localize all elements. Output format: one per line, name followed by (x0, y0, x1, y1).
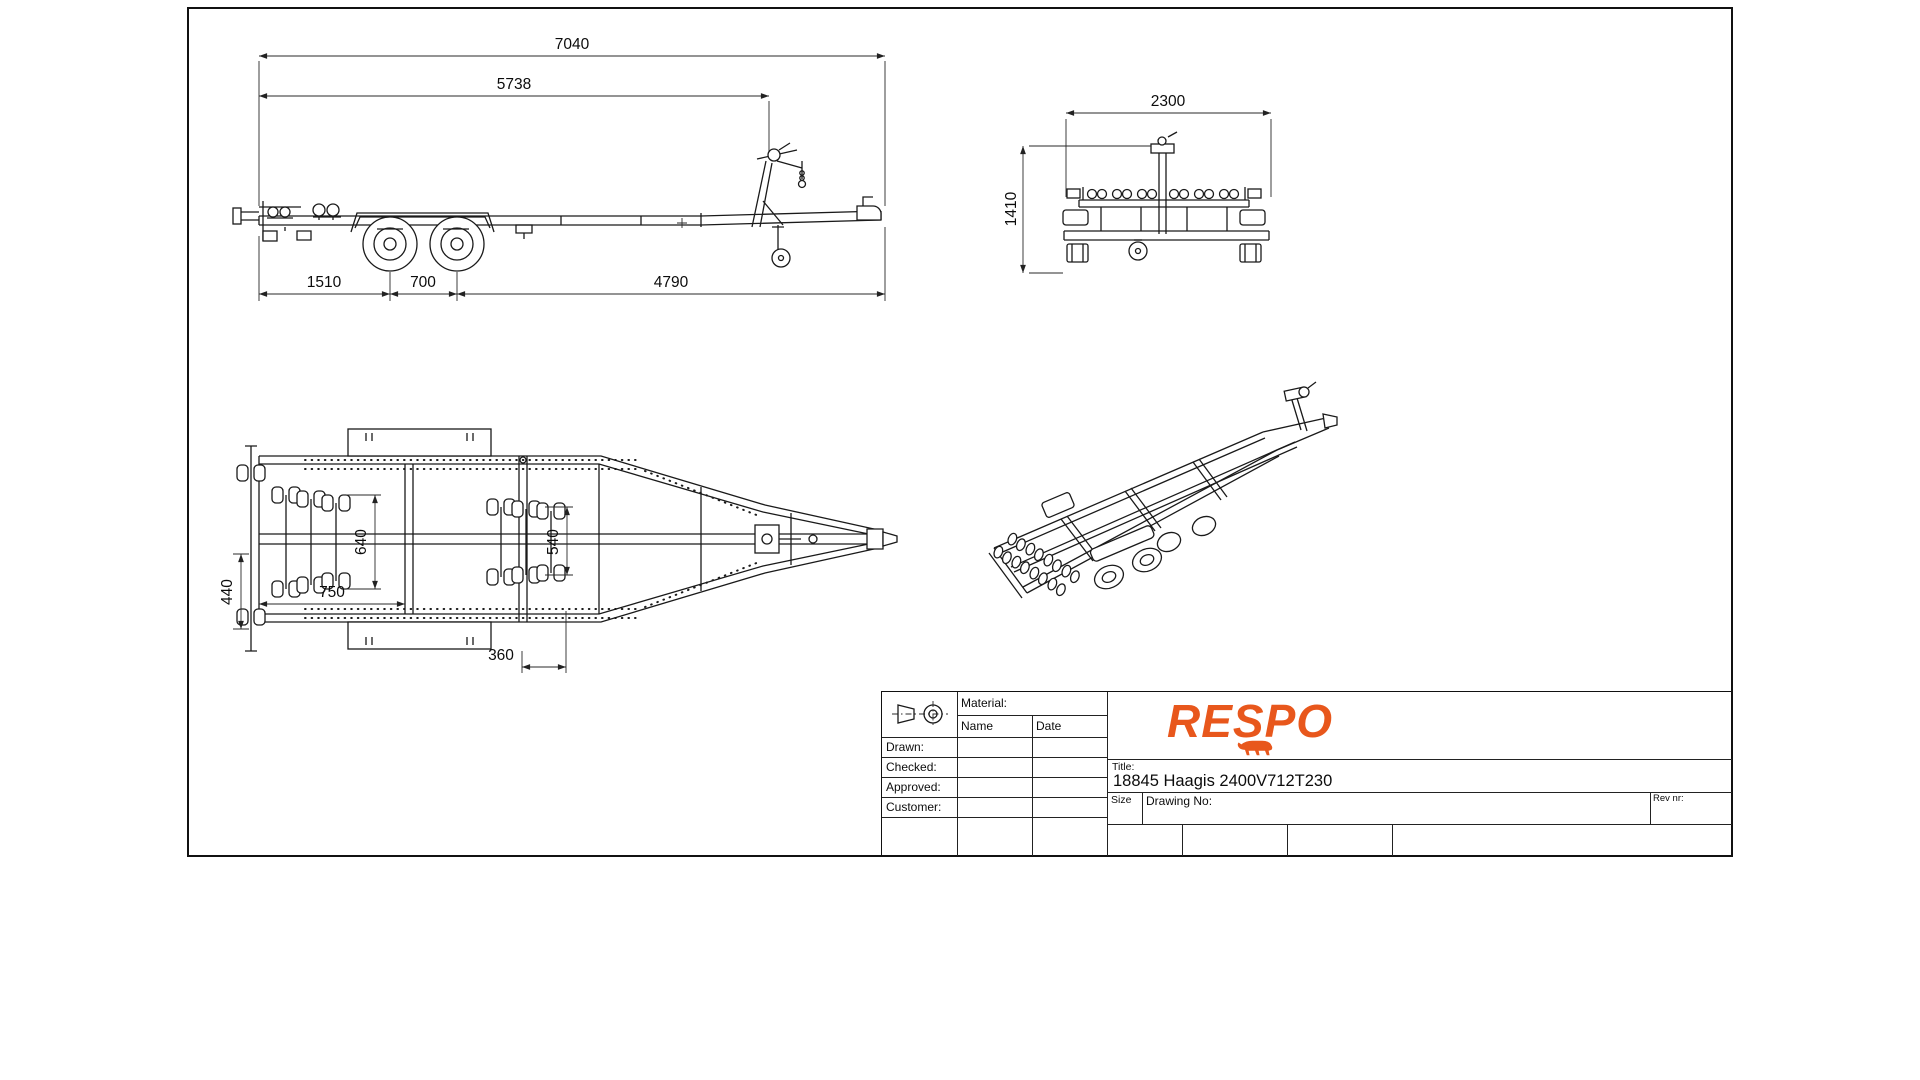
dim-rear-to-first-axle: 1510 (307, 274, 342, 291)
grid-line (1142, 792, 1143, 824)
checked-label: Checked: (886, 760, 937, 774)
dim-overall-height: 1410 (1003, 191, 1020, 226)
coupling (856, 196, 882, 221)
drawing-sheet-frame: 7040 5738 1510 700 4790 (187, 7, 1733, 857)
dim-side-roller-offset: 440 (219, 579, 236, 605)
grid-line (1287, 824, 1288, 856)
plan-view (236, 428, 898, 652)
rear-view-dimensions: 2300 1410 (1003, 93, 1272, 274)
dim-axle-spacing: 700 (410, 274, 436, 291)
bull-icon (1237, 740, 1273, 756)
drawing-no-label: Drawing No: (1146, 794, 1213, 808)
title-block: Material: Name Date Drawn: Checked: Appr… (881, 691, 1732, 856)
rear-view (1062, 131, 1270, 263)
side-view (232, 142, 882, 272)
respo-logo: RESPO (1167, 695, 1334, 747)
dim-walkway-offset: 360 (488, 647, 514, 664)
grid-line (882, 777, 1107, 778)
grid-line (957, 715, 1107, 716)
rev-label: Rev nr: (1653, 793, 1684, 804)
grid-line (1107, 692, 1108, 856)
grid-line (1182, 824, 1183, 856)
side-view-dimensions: 7040 5738 1510 700 4790 (258, 36, 886, 301)
name-column-header: Name (961, 719, 994, 733)
dim-axle-to-coupling: 4790 (654, 274, 689, 291)
plan-view-dimensions: 640 540 440 750 360 (219, 494, 573, 673)
date-column-header: Date (1036, 719, 1062, 733)
technical-drawing: 7040 5738 1510 700 4790 (219, 36, 1338, 673)
grid-line (1032, 715, 1033, 856)
wheel-icon (362, 216, 418, 272)
customer-label: Customer: (886, 800, 942, 814)
dim-front-roller-spread: 540 (545, 529, 562, 555)
grid-line (1107, 792, 1732, 793)
grid-line (882, 817, 1107, 818)
approved-label: Approved: (886, 780, 941, 794)
drawing-title: 18845 Haagis 2400V712T230 (1113, 772, 1333, 790)
grid-line (957, 692, 958, 856)
dim-overall-width: 2300 (1151, 93, 1186, 110)
dim-rear-member: 750 (319, 584, 345, 601)
jockey-wheel (771, 225, 791, 268)
dim-overall-length: 7040 (555, 36, 590, 53)
size-label: Size (1111, 794, 1132, 806)
grid-line (882, 797, 1107, 798)
grid-line (882, 737, 1107, 738)
grid-line (1650, 792, 1651, 824)
first-angle-projection-icon (892, 701, 948, 727)
isometric-view (988, 381, 1338, 599)
grid-line (1107, 824, 1732, 825)
dim-tip-to-winch: 5738 (497, 76, 531, 93)
grid-line (882, 757, 1107, 758)
grid-line (1107, 759, 1732, 760)
title-label: Title: (1112, 761, 1135, 773)
material-label: Material: (961, 696, 1008, 710)
grid-line (1392, 824, 1393, 856)
wheel-icon (429, 216, 485, 272)
drawn-label: Drawn: (886, 740, 925, 754)
dim-rear-roller-spread: 640 (353, 529, 370, 555)
winch-post (751, 142, 807, 228)
